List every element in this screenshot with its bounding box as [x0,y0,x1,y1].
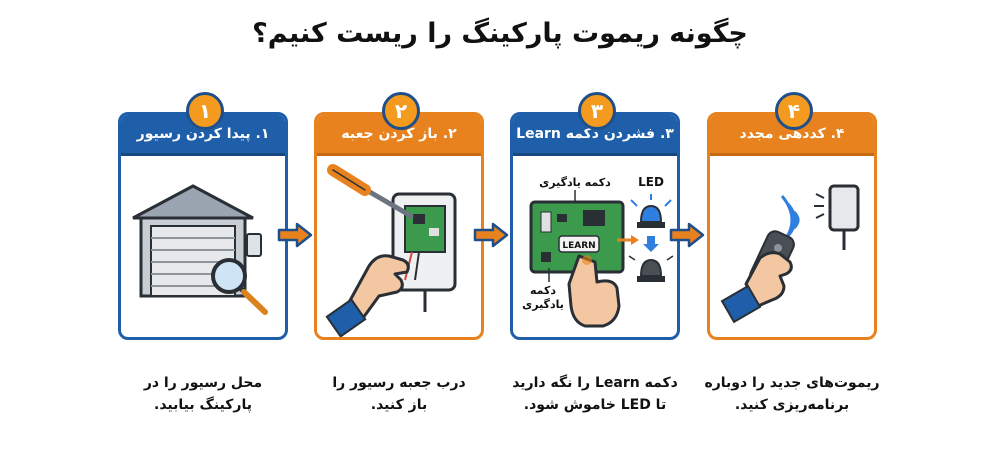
step-3-caption-line2: تا LED خاموش شود. [523,397,667,413]
step-1-number: ۱ [198,99,212,123]
pointing-hand-icon [567,254,621,328]
label-learn-button-side-line2: یادگیری [522,298,564,311]
step-2-illustration [317,156,481,337]
step-2-card: ۲. باز کردن جعبه [314,112,484,340]
step-3-illustration: دکمه یادگیری LEARN LED [513,156,677,337]
step-4-caption-line1: ریموت‌های جدید را دوباره [704,375,880,391]
step-3-caption: دکمه Learn را نگه دارید تا LED خاموش شود… [500,372,690,416]
step-2-caption-line1: درب جعبه رسیور را [332,375,466,391]
step-1-caption-line1: محل رسیور را در [143,375,263,391]
step-1-caption: محل رسیور را در پارکینگ بیابید. [108,372,298,416]
step-4-caption-line2: برنامه‌ریزی کنید. [734,397,850,413]
step-4-caption: ریموت‌های جدید را دوباره برنامه‌ریزی کنی… [697,372,887,416]
step-1-caption-line2: پارکینگ بیابید. [154,397,252,413]
step-3-caption-line1: دکمه Learn را نگه دارید [512,375,678,391]
step-1-number-badge: ۱ [186,92,224,130]
step-2-number-badge: ۲ [382,92,420,130]
label-learn-button-top: دکمه یادگیری [539,176,611,189]
step-2-to-3-arrow-icon [473,222,509,248]
step-3-card: ۳. فشردن دکمه Learn دکمه یادگیری LEARN L… [510,112,680,340]
step-1-illustration [121,156,285,337]
hand-icon [325,254,410,337]
receiver-box-icon [246,233,262,257]
step-3-number-badge: ۳ [578,92,616,130]
step-4-card: ۴. کددهی مجدد [707,112,877,340]
label-learn-button-side-line1: دکمه [530,284,556,297]
led-on-icon [630,194,672,228]
circuit-board-icon: LEARN [529,200,625,274]
step-2-number: ۲ [394,99,408,123]
step-2-caption: درب جعبه رسیور را باز کنید. [304,372,494,416]
page-title: چگونه ریموت پارکینگ را ریست کنیم؟ [252,18,748,49]
led-label: LED [638,175,664,189]
step-4-number-badge: ۴ [775,92,813,130]
step-3-to-4-arrow-icon [669,222,705,248]
step-4-illustration [710,156,874,337]
step-1-to-2-arrow-icon [277,222,313,248]
led-off-icon [628,255,674,282]
remote-in-hand-icon [720,230,795,324]
learn-button-label: LEARN [562,241,595,251]
step-3-number: ۳ [590,99,604,123]
step-4-number: ۴ [787,99,801,123]
screwdriver-icon [327,164,414,219]
step-1-card: ۱. پیدا کردن رسیور [118,112,288,340]
receiver-box-icon [814,184,860,250]
magnifier-icon [211,258,268,315]
step-2-caption-line2: باز کنید. [370,397,428,413]
